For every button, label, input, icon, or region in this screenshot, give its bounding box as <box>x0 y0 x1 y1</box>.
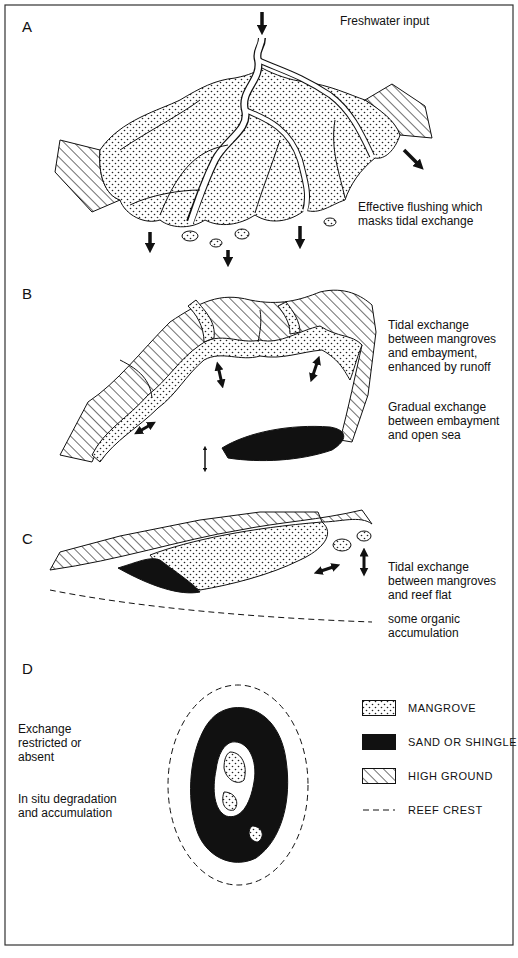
mangrove <box>92 326 362 462</box>
mangrove <box>324 218 336 226</box>
flow-arrow <box>318 552 364 572</box>
note-text: Freshwater input <box>340 14 500 28</box>
map-stroke <box>245 110 307 212</box>
panel-c-map <box>50 510 372 622</box>
legend-row: REEF CREST <box>362 802 512 820</box>
note-text: Tidal exchange between mangroves and emb… <box>388 318 510 374</box>
map-stroke <box>218 366 222 384</box>
note-text: some organic accumulation <box>388 612 510 640</box>
flow-arrow <box>204 448 206 470</box>
note-text: Gradual exchange between embayment and o… <box>388 400 510 442</box>
legend-text: REEF CREST <box>408 803 483 817</box>
mangrove <box>357 531 371 541</box>
reef-crest <box>50 590 372 622</box>
map-stroke <box>204 448 206 470</box>
map-stroke <box>312 360 318 378</box>
map-stroke <box>363 552 366 572</box>
river <box>120 36 373 224</box>
mangrove <box>188 300 214 342</box>
sand <box>118 559 200 593</box>
legend-text: HIGH GROUND <box>408 769 493 783</box>
map-stroke <box>226 250 230 262</box>
legend-line <box>363 810 395 811</box>
note-text: Tidal exchange between mangroves and ree… <box>388 560 510 602</box>
legend-row: SAND OR SHINGLE <box>362 734 512 752</box>
lagoon <box>214 742 255 817</box>
map-stroke <box>138 424 152 432</box>
mangrove <box>235 229 249 239</box>
map-stroke <box>160 145 228 215</box>
mangrove <box>249 826 262 842</box>
panel-letter: B <box>22 285 52 302</box>
map-stroke <box>148 232 152 248</box>
legend-row: MANGROVE <box>362 700 512 718</box>
reef-crest <box>168 685 308 885</box>
map-stroke <box>260 12 264 30</box>
legend-swatch <box>362 700 396 716</box>
panel-d-map <box>168 685 308 885</box>
note-text: In situ degradation and accumulation <box>18 792 118 820</box>
map-stroke <box>334 120 345 198</box>
mangrove <box>333 539 351 551</box>
map-stroke <box>255 140 280 213</box>
map-stroke <box>120 100 200 150</box>
panel-letter: D <box>22 660 52 677</box>
legend-sample <box>363 701 396 716</box>
frame <box>5 5 513 945</box>
mangrove <box>182 231 198 241</box>
creek <box>258 310 261 342</box>
map-stroke <box>404 150 420 166</box>
legend-swatch <box>362 768 396 784</box>
legend-swatch <box>362 802 396 818</box>
legend-row: HIGH GROUND <box>362 768 512 786</box>
map-stroke <box>258 60 372 156</box>
mangrove <box>278 302 300 334</box>
mangrove <box>224 752 245 782</box>
map-stroke <box>318 566 336 572</box>
map-stroke <box>130 190 200 205</box>
legend-text: SAND OR SHINGLE <box>408 735 517 749</box>
panel-letter: A <box>22 18 52 35</box>
high-ground <box>60 290 376 462</box>
mangrove <box>223 792 237 810</box>
note-text: Exchange restricted or absent <box>18 722 118 764</box>
panel-letter: C <box>22 530 52 547</box>
legend-swatch <box>362 734 396 750</box>
sand <box>191 708 288 863</box>
note-text: Effective flushing which masks tidal exc… <box>358 200 498 228</box>
map-stroke <box>298 226 302 244</box>
legend-text: MANGROVE <box>408 701 476 715</box>
mangrove <box>210 239 222 247</box>
creek <box>120 360 152 398</box>
legend-sample <box>363 769 396 784</box>
panel-b-map <box>60 290 376 470</box>
flow-arrow <box>138 360 318 432</box>
sand <box>222 426 344 460</box>
map-stroke <box>190 36 262 224</box>
map-stroke <box>258 60 373 158</box>
